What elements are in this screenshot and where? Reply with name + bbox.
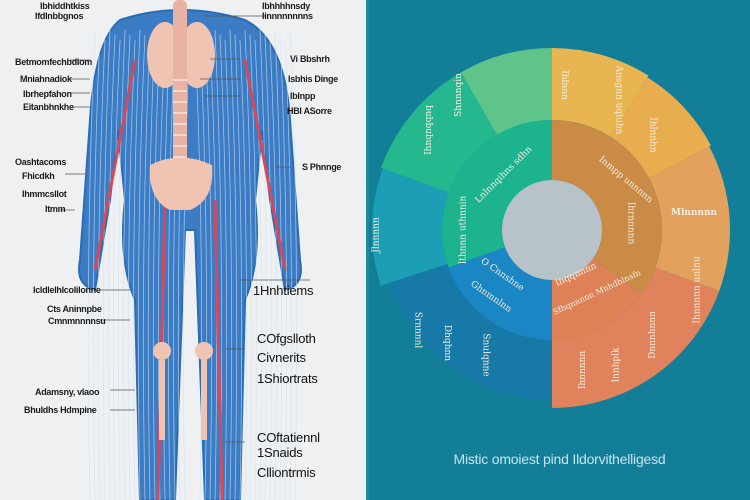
- muscle-fiber: [182, 34, 191, 500]
- sunburst-label: Jlnnnnn: [371, 217, 382, 253]
- sunburst-label: Ihnqnqqnq: [423, 105, 434, 155]
- sunburst-inner-segment: [442, 120, 552, 268]
- muscle-fiber: [289, 29, 298, 500]
- anatomy-panel: Ibhiddhtkiss Ifdlnbbgnos Betmomfechbdiom…: [0, 0, 366, 500]
- muscle-fiber: [97, 39, 106, 500]
- sunburst-inner-segment: [552, 120, 662, 294]
- muscle-fiber: [92, 34, 101, 500]
- sunburst-label: Ithnnn uthnnin: [458, 195, 469, 265]
- sunburst-label: Ihnnnnn unlnu: [692, 256, 703, 324]
- sunburst-outer-segment: [390, 263, 552, 400]
- label-right-large: COfgslloth: [257, 331, 316, 346]
- sunburst-label: Ihnnnnn: [578, 350, 589, 390]
- label-left: Cts Aninnpbe: [47, 304, 102, 314]
- sunburst-outer-segment: [461, 48, 552, 135]
- muscle-fiber: [234, 34, 243, 500]
- label-right: Iblnpp: [290, 91, 316, 101]
- sunburst-label: Innhplk: [611, 347, 622, 383]
- label-right-large: 1Snaids: [257, 445, 303, 460]
- label-right-large: Clliontrmis: [257, 465, 316, 480]
- sunburst-label: Ihlnnn: [558, 70, 569, 100]
- label-left: Adamsny, vlaoo: [35, 387, 100, 397]
- label-left: Ibrhepfahon: [23, 89, 72, 99]
- label-left: Betmomfechbdiom: [15, 57, 93, 67]
- sunburst-label: Dhqhnn: [442, 324, 453, 362]
- muscle-fiber: [239, 39, 248, 500]
- muscle-fiber: [284, 39, 293, 500]
- label-right-large: COftatiennl: [257, 430, 320, 445]
- label-right-large: 1Hnhtiems: [253, 283, 314, 298]
- sunburst-panel: Ihlnnn Ansgnn uqluhn Ihlnnhn Mlnnnnn Inm…: [369, 0, 750, 500]
- label-left: Bhuldhs Hdmpine: [24, 405, 97, 415]
- label-left: Mniahnadiok: [20, 74, 72, 84]
- label-left: Icldlelhlcolilonne: [33, 285, 101, 295]
- muscle-fiber: [254, 39, 263, 500]
- sunburst-diagram: [372, 48, 730, 408]
- muscle-fiber: [229, 29, 238, 500]
- sunburst-outer-segment: [552, 267, 720, 408]
- muscle-fiber: [269, 39, 278, 500]
- muscle-fiber: [142, 39, 151, 500]
- muscle-fiber: [279, 34, 288, 500]
- muscle-fiber: [147, 29, 156, 500]
- muscle-fiber: [224, 39, 233, 500]
- muscle-fiber: [107, 34, 116, 500]
- label-right: Iinnnnnnnns: [262, 11, 313, 21]
- sunburst-label: Ansgnn uqluhn: [613, 65, 624, 135]
- sunburst-inner-segment: [448, 247, 552, 340]
- muscle-fiber: [167, 34, 176, 500]
- muscle-fiber: [219, 34, 228, 500]
- muscle-fiber: [259, 29, 268, 500]
- muscle-fiber: [112, 39, 121, 500]
- label-right-large: 1Shiortrats: [257, 371, 318, 386]
- right-lung: [179, 22, 215, 88]
- muscle-fiber: [87, 29, 96, 500]
- muscle-fiber: [132, 29, 141, 500]
- right-tibia: [201, 360, 207, 440]
- sunburst-label: Ihlnnhn: [647, 117, 658, 153]
- label-right: S Phnnge: [302, 162, 342, 172]
- label-left: Itmm: [45, 204, 66, 214]
- sunburst-outer-segment: [380, 72, 497, 193]
- pelvis: [149, 157, 213, 210]
- left-tibia: [159, 360, 165, 440]
- sunburst-outer-segment: [372, 168, 449, 286]
- muscle-fiber: [204, 34, 213, 500]
- label-left: Ifdlnbbgnos: [35, 11, 84, 21]
- sunburst-outer-segment: [552, 48, 649, 137]
- label-right: Vi Bbshrh: [290, 54, 330, 64]
- diagram-title: Mistic omoiest pind Ildorvithelligesd: [453, 451, 666, 467]
- muscle-fiber: [117, 29, 126, 500]
- sunburst-inner-segment: [552, 258, 643, 340]
- label-left: Eitanbhnkhe: [23, 102, 74, 112]
- sunburst-center: [502, 180, 602, 280]
- right-knee: [195, 342, 213, 360]
- sunburst-outer-segment: [610, 77, 711, 179]
- sunburst-label: Dnnnhnnn: [647, 311, 658, 359]
- muscle-fiber: [137, 34, 146, 500]
- label-left: Fhicdkh: [22, 171, 55, 181]
- label-left: Oashtacoms: [15, 157, 67, 167]
- muscle-fiber: [102, 29, 111, 500]
- body-illustration: [60, 0, 310, 500]
- sunburst-label: Mlnnnnn: [671, 208, 718, 218]
- sunburst-label: Srnnnnl: [412, 311, 423, 349]
- label-left: Ibhiddhtkiss: [40, 1, 90, 11]
- sunburst-outer-segment: [649, 146, 730, 291]
- label-right: Ibhhhhnsdy: [262, 1, 310, 11]
- muscle-fiber: [152, 34, 161, 500]
- label-left: Cmnmnnnnsu: [48, 316, 106, 326]
- muscle-fiber: [244, 29, 253, 500]
- sunburst-label: Snulqnne: [480, 333, 491, 377]
- panel-divider: [366, 0, 369, 500]
- label-right: Isbhis Dinge: [288, 74, 338, 84]
- label-left: Ihmmcsllot: [22, 189, 67, 199]
- label-right: HBI ASorre: [287, 106, 332, 116]
- sunburst-label: Ihrnnnnn: [625, 201, 636, 245]
- muscle-fiber: [264, 34, 273, 500]
- sunburst-label: Shnnnqin: [453, 73, 464, 117]
- muscle-fiber: [127, 39, 136, 500]
- left-knee: [153, 342, 171, 360]
- label-right-large: Civnerits: [257, 350, 306, 365]
